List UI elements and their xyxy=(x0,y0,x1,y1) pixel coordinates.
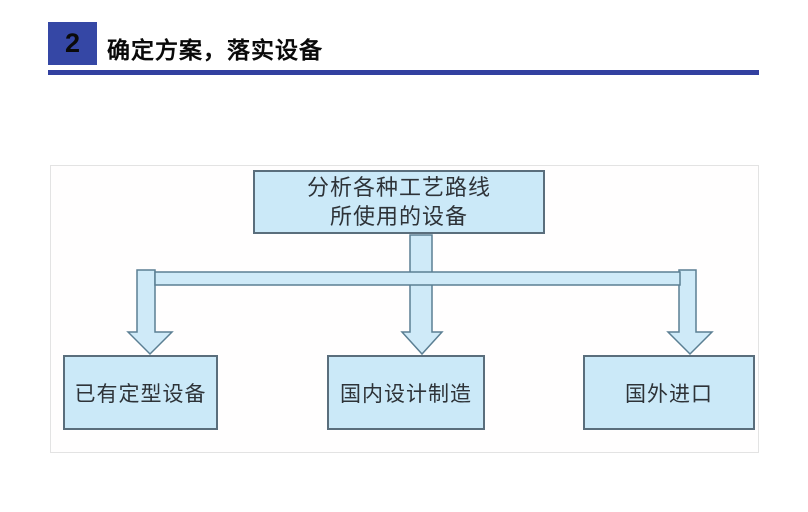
child-node-domestic-design: 国内设计制造 xyxy=(327,355,485,430)
child-node-label: 国内设计制造 xyxy=(340,381,472,406)
title-divider-line xyxy=(48,70,759,75)
root-node-line1: 分析各种工艺路线 xyxy=(306,175,491,200)
child-node-label: 已有定型设备 xyxy=(74,381,207,406)
root-node: 分析各种工艺路线 所使用的设备 xyxy=(253,170,545,234)
child-node-label: 国外进口 xyxy=(625,381,713,406)
flow-connectors xyxy=(126,234,714,356)
child-node-foreign-import: 国外进口 xyxy=(583,355,755,430)
flow-arrow-right xyxy=(666,269,714,356)
slide-title: 确定方案，落实设备 xyxy=(107,37,323,63)
root-node-line2: 所使用的设备 xyxy=(329,204,468,229)
child-node-existing-equipment: 已有定型设备 xyxy=(63,355,218,430)
section-number-badge: 2 xyxy=(48,22,97,65)
flow-arrow-middle xyxy=(400,234,444,356)
flowchart-frame: 分析各种工艺路线 所使用的设备 已有定型设备 国内设计制造 国外进口 xyxy=(50,165,759,453)
flow-horizontal-bar xyxy=(154,271,681,286)
